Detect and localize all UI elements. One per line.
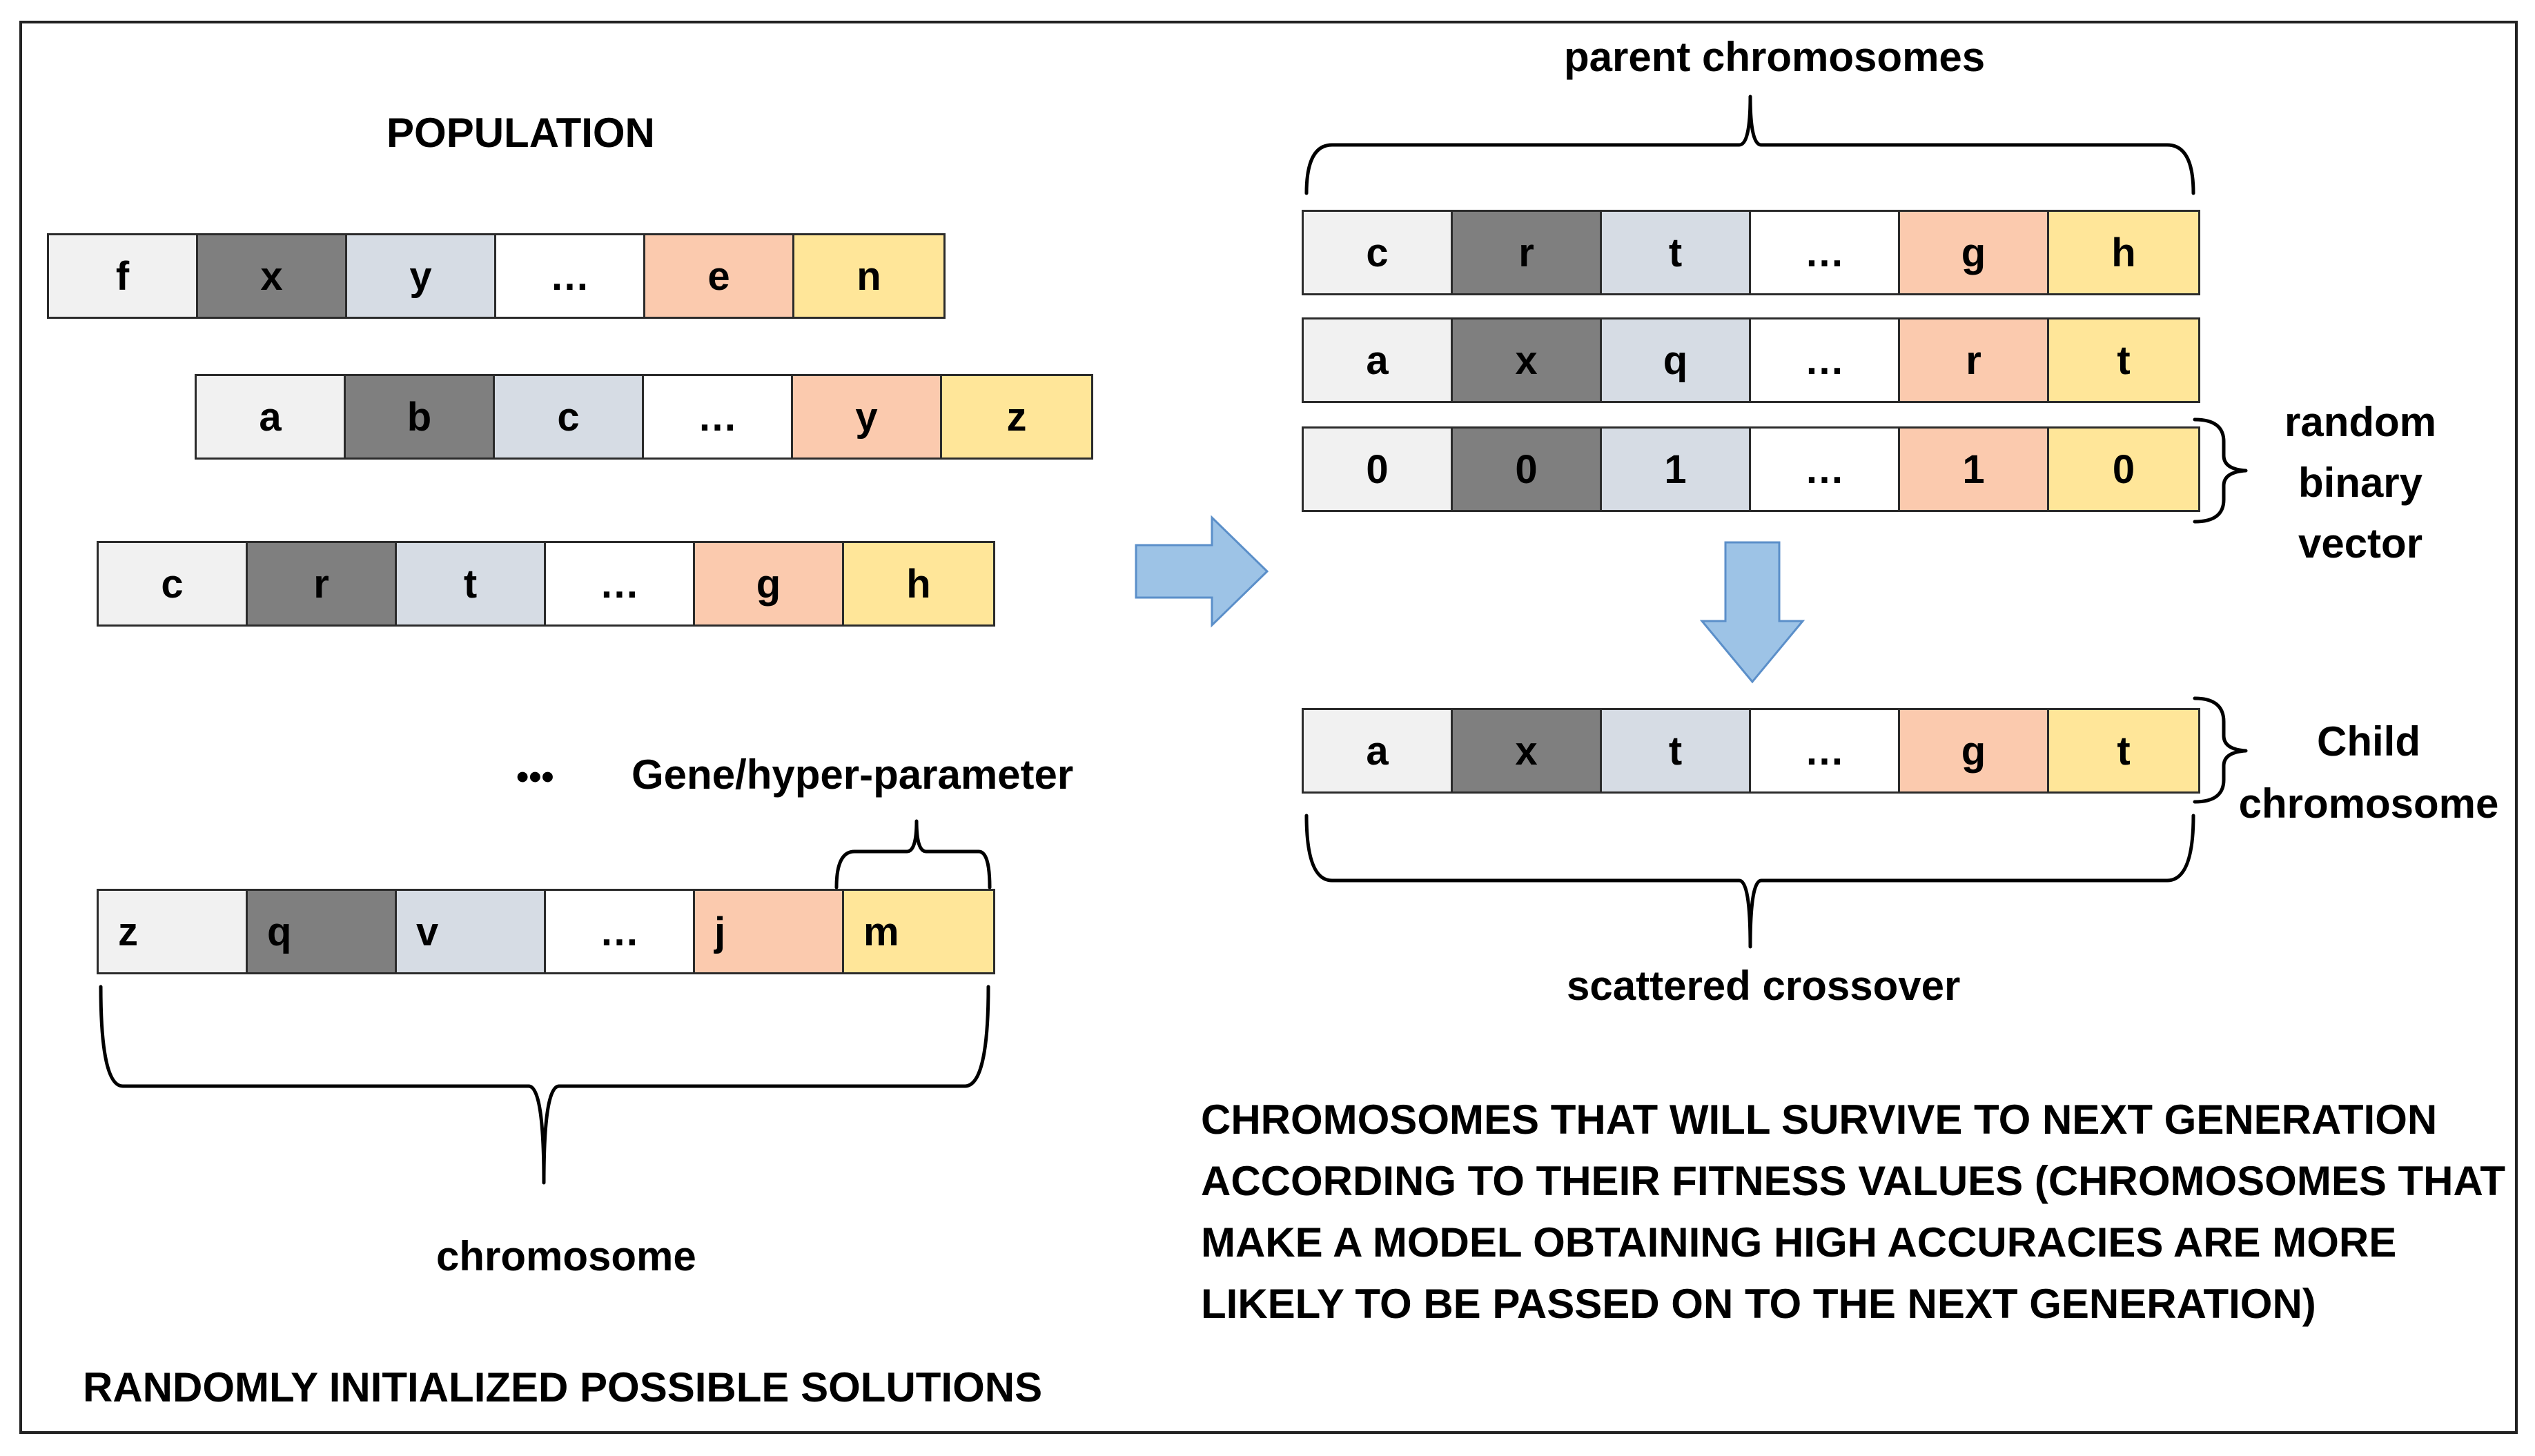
gene-cell: t xyxy=(1602,212,1751,293)
gene-cell: … xyxy=(546,543,695,624)
chromosome-label: chromosome xyxy=(436,1233,696,1279)
gene-cell: r xyxy=(248,543,397,624)
gene-cell: … xyxy=(496,235,645,317)
child-chromosome-label-line-1: Child xyxy=(2317,718,2420,765)
gene-cell: … xyxy=(1751,212,1900,293)
child-chromosome-label: Child chromosome xyxy=(2231,711,2507,835)
gene-cell: r xyxy=(1453,212,1602,293)
gene-cell: n xyxy=(794,235,943,317)
gene-cell: x xyxy=(198,235,347,317)
gene-cell: y xyxy=(793,376,942,458)
gene-cell: t xyxy=(397,543,546,624)
gene-cell: z xyxy=(942,376,1091,458)
gene-cell: 1 xyxy=(1602,429,1751,510)
child-chromosome-label-line-2: chromosome xyxy=(2238,780,2499,827)
population-title: POPULATION xyxy=(386,110,655,156)
gene-cell: g xyxy=(1900,710,2049,791)
gene-cell: 0 xyxy=(1453,429,1602,510)
survive-description: CHROMOSOMES THAT WILL SURVIVE TO NEXT GE… xyxy=(1201,1089,2505,1335)
scattered-crossover-brace xyxy=(1304,814,2195,949)
random-binary-vector-label-line-3: vector xyxy=(2298,520,2423,567)
gene-cell: f xyxy=(49,235,198,317)
gene-cell: h xyxy=(844,543,993,624)
gene-cell: q xyxy=(248,891,397,972)
gene-cell: 1 xyxy=(1900,429,2049,510)
gene-cell: t xyxy=(2049,710,2198,791)
gene-cell: c xyxy=(99,543,248,624)
gene-cell: g xyxy=(695,543,844,624)
gene-cell: … xyxy=(644,376,793,458)
gene-hyper-parameter-label: Gene/hyper-parameter xyxy=(632,751,1074,798)
more-chromosomes-dots: ••• xyxy=(516,757,554,797)
gene-cell: a xyxy=(1304,319,1453,401)
gene-cell: q xyxy=(1602,319,1751,401)
gene-cell: c xyxy=(1304,212,1453,293)
gene-cell: g xyxy=(1900,212,2049,293)
parent-chromosomes-brace xyxy=(1304,95,2195,195)
gene-brace xyxy=(834,819,992,889)
gene-cell: c xyxy=(495,376,644,458)
gene-cell: e xyxy=(645,235,794,317)
gene-cell: b xyxy=(346,376,495,458)
random-binary-vector-brace xyxy=(2193,417,2248,524)
gene-cell: t xyxy=(2049,319,2198,401)
gene-cell: x xyxy=(1453,319,1602,401)
survive-description-line-1: CHROMOSOMES THAT WILL SURVIVE TO NEXT GE… xyxy=(1201,1096,2438,1143)
right-arrow-icon xyxy=(1135,515,1269,628)
gene-cell: … xyxy=(1751,429,1900,510)
scattered-crossover-label: scattered crossover xyxy=(1567,963,1961,1009)
gene-cell: y xyxy=(347,235,496,317)
randomly-initialized-caption: RANDOMLY INITIALIZED POSSIBLE SOLUTIONS xyxy=(83,1364,1043,1410)
gene-cell: a xyxy=(197,376,346,458)
gene-cell: … xyxy=(546,891,695,972)
gene-cell: z xyxy=(99,891,248,972)
gene-cell: j xyxy=(695,891,844,972)
parent-chromosomes-label: parent chromosomes xyxy=(1564,34,1986,80)
child-chromosome-brace xyxy=(2193,696,2248,804)
gene-cell: … xyxy=(1751,710,1900,791)
gene-cell: 0 xyxy=(1304,429,1453,510)
gene-cell: h xyxy=(2049,212,2198,293)
random-binary-vector-label-line-1: random xyxy=(2284,399,2437,445)
gene-cell: t xyxy=(1602,710,1751,791)
gene-cell: … xyxy=(1751,319,1900,401)
chromosome-brace xyxy=(99,985,990,1185)
gene-cell: r xyxy=(1900,319,2049,401)
survive-description-line-3: MAKE A MODEL OBTAINING HIGH ACCURACIES A… xyxy=(1201,1219,2397,1266)
diagram-frame xyxy=(19,21,2518,1434)
random-binary-vector-label: random binary vector xyxy=(2278,392,2443,574)
survive-description-line-4: LIKELY TO BE PASSED ON TO THE NEXT GENER… xyxy=(1201,1281,2316,1327)
gene-cell: m xyxy=(844,891,993,972)
gene-cell: 0 xyxy=(2049,429,2198,510)
down-arrow-icon xyxy=(1699,541,1805,684)
gene-cell: a xyxy=(1304,710,1453,791)
gene-cell: v xyxy=(397,891,546,972)
gene-cell: x xyxy=(1453,710,1602,791)
random-binary-vector-label-line-2: binary xyxy=(2298,460,2423,506)
